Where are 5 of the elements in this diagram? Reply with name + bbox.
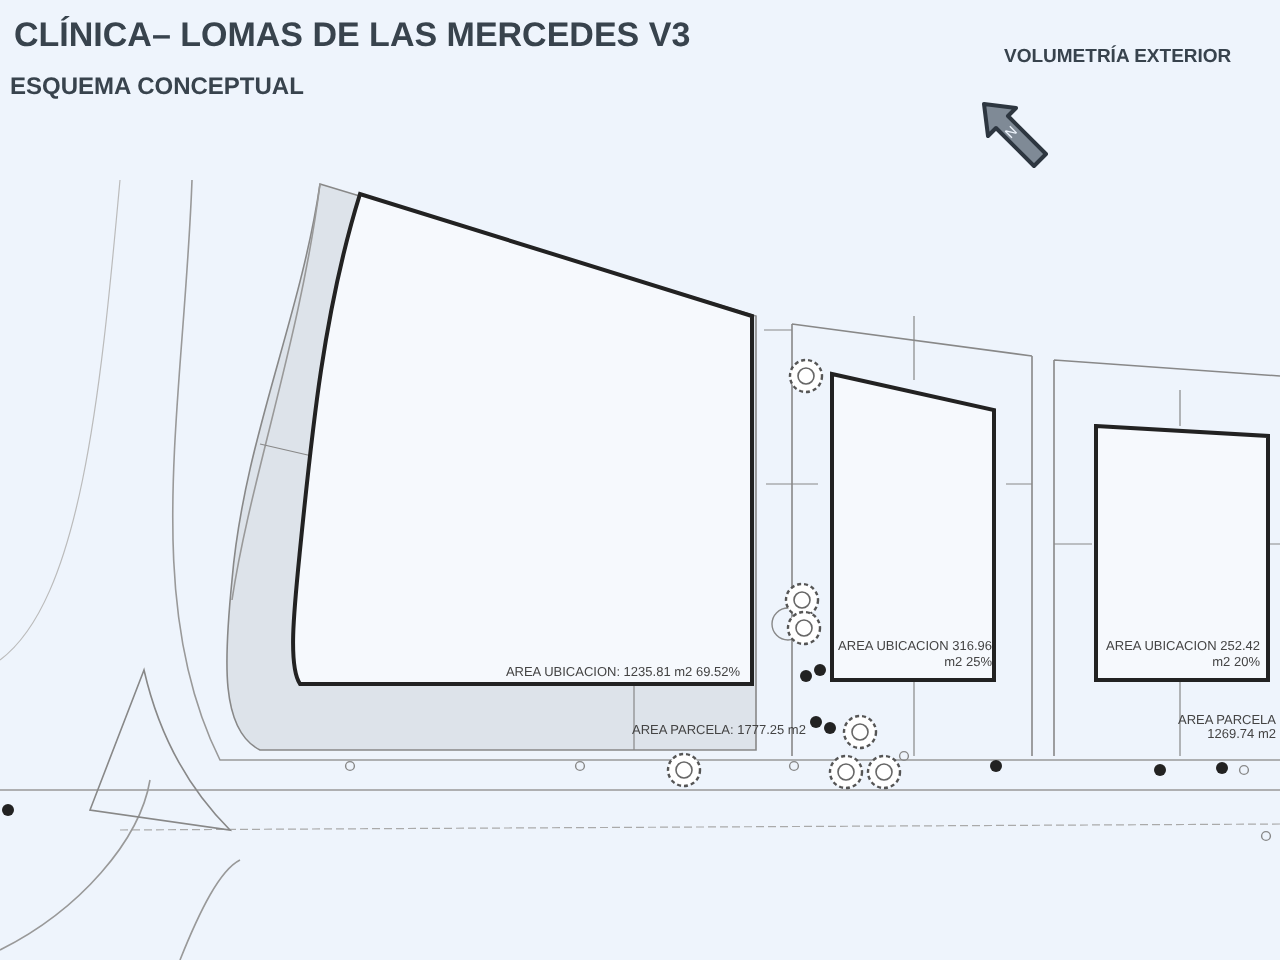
- subtitle: ESQUEMA CONCEPTUAL: [10, 74, 304, 102]
- building-footprint: [828, 370, 1000, 684]
- title: CLÍNICA– LOMAS DE LAS MERCEDES V3: [14, 16, 691, 56]
- subtitle: VOLUMETRÍA EXTERIOR: [1004, 48, 1232, 70]
- building-footprint: [1092, 422, 1272, 684]
